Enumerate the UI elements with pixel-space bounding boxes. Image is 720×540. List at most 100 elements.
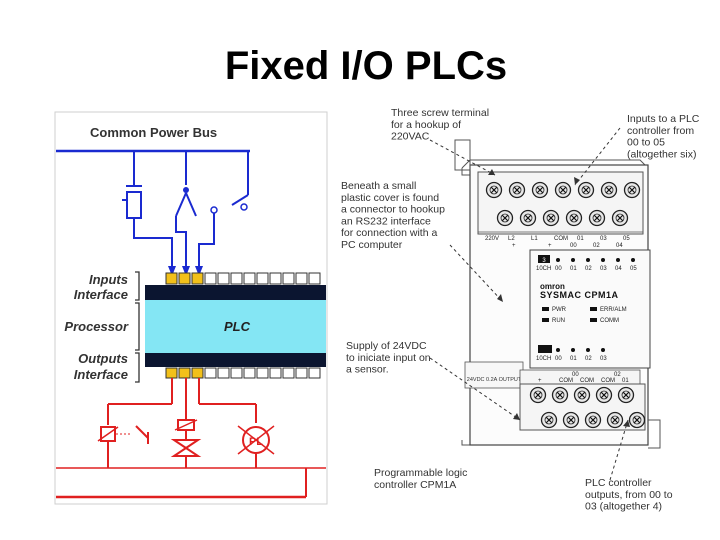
bottom-terminal-labels: + COM COM COM 01	[538, 378, 629, 384]
bottom-screws	[529, 386, 646, 429]
output-terminal	[217, 367, 230, 379]
input-led-label: 02	[585, 266, 592, 272]
output-terminal	[204, 367, 217, 379]
output-led-label: 01	[570, 356, 577, 362]
top-terminal-label: L2	[508, 236, 515, 242]
top-screws	[485, 181, 641, 227]
input-arrow-2	[182, 266, 190, 276]
output-terminal-row	[165, 367, 321, 379]
output-terminal	[165, 367, 178, 379]
input-led-label: 05	[630, 266, 637, 272]
input-wire-3	[198, 232, 215, 270]
input-led-label: 10CH	[536, 266, 551, 272]
input-terminal	[295, 272, 308, 285]
pilot-light-label: PL	[249, 436, 263, 448]
bottom-terminal-label-2: 02	[614, 372, 621, 378]
output-led-label: 03	[600, 356, 607, 362]
input-led-label: 04	[615, 266, 622, 272]
processor-bracket	[135, 302, 140, 351]
input-terminal	[256, 272, 269, 285]
mount-tab-top	[454, 139, 471, 171]
inputs-interface-label: Interface	[74, 287, 128, 302]
input-arrow-1	[168, 266, 176, 276]
input-terminal	[282, 272, 295, 285]
output-terminal	[178, 367, 191, 379]
input-terminal	[165, 272, 178, 285]
top-terminal-label-2: +	[512, 243, 516, 249]
input-led	[631, 258, 635, 262]
inputs-label: Inputs	[89, 272, 128, 287]
module-id-label: 3	[542, 258, 546, 264]
input-led-label: 00	[555, 266, 562, 272]
processor-block	[145, 300, 326, 353]
bottom-terminal-label: COM	[559, 378, 573, 384]
top-terminal-label-2: +	[548, 243, 552, 249]
status-led-label: COMM	[600, 318, 619, 324]
input-arrow-3	[195, 266, 203, 276]
top-terminal-label-2: 04	[616, 243, 623, 249]
input-terminal	[269, 272, 282, 285]
input-terminal	[178, 272, 191, 285]
input-wire-2	[175, 226, 187, 270]
outputs-bracket	[135, 352, 140, 383]
status-led-label: PWR	[552, 307, 567, 313]
bottom-terminal-label: +	[538, 378, 542, 384]
pilot-light-icon	[237, 425, 275, 468]
top-terminal-label-2: 02	[593, 243, 600, 249]
top-terminal-label: 01	[577, 236, 584, 242]
input-led-row: 10CH 00 01 02 03 04 05	[536, 258, 637, 272]
relay-coil-icon	[97, 425, 149, 468]
output-led	[601, 348, 605, 352]
output-led-label: 02	[585, 356, 592, 362]
solenoid-valve-icon	[170, 419, 202, 468]
top-terminal-labels-2: + +00 02 04	[512, 243, 623, 249]
output-led	[586, 348, 590, 352]
input-led	[601, 258, 605, 262]
bottom-terminal-label: 01	[622, 378, 629, 384]
input-led-label: 01	[570, 266, 577, 272]
input-led-label: 03	[600, 266, 607, 272]
top-terminal-label-2: 00	[570, 243, 577, 249]
input-terminal	[191, 272, 204, 285]
input-terminal-row	[165, 272, 321, 285]
status-led-group: PWR RUN ERR/ALM COMM	[542, 307, 627, 324]
input-terminal	[243, 272, 256, 285]
top-terminal-label: 03	[600, 236, 607, 242]
input-wire-1	[133, 226, 173, 270]
left-plc-schematic: Common Power Bus	[54, 111, 328, 505]
input-terminal	[230, 272, 243, 285]
output-terminal	[243, 367, 256, 379]
status-led-label: ERR/ALM	[600, 307, 627, 313]
brand-label: omron	[540, 282, 565, 291]
status-led	[590, 318, 597, 322]
output-terminal	[191, 367, 204, 379]
supply-block	[464, 361, 524, 389]
output-led-label: 10CH	[536, 356, 551, 362]
slide-title: Fixed I/O PLCs	[224, 44, 508, 88]
output-terminal	[256, 367, 269, 379]
limit-switch-icon	[175, 187, 197, 226]
input-led	[616, 258, 620, 262]
proximity-sensor-icon	[122, 185, 142, 226]
output-led	[556, 348, 560, 352]
status-led-label: RUN	[552, 318, 565, 324]
top-terminal-label: 05	[623, 236, 630, 242]
bottom-terminal-label: COM	[580, 378, 594, 384]
output-terminal	[230, 367, 243, 379]
output-terminal	[269, 367, 282, 379]
top-terminal-label: L1	[531, 236, 538, 242]
top-terminal-label: COM	[554, 236, 568, 242]
output-terminal	[295, 367, 308, 379]
bottom-terminal-label: COM	[601, 378, 615, 384]
out-block-tag	[538, 345, 552, 353]
supply-output-label: 24VDC 0.2A OUTPUT	[467, 377, 522, 383]
input-led	[556, 258, 560, 262]
status-led	[542, 318, 549, 322]
